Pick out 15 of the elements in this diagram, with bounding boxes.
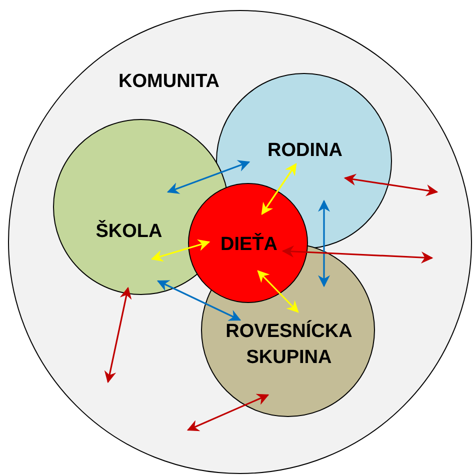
double-arrow <box>261 163 297 215</box>
double-arrow <box>156 280 242 321</box>
double-arrow <box>282 246 434 264</box>
double-arrow <box>318 200 330 288</box>
circle-label: RODINA <box>268 139 342 163</box>
circle-label: ŠKOLA <box>96 219 162 244</box>
double-arrow <box>104 286 132 384</box>
circle-label: ROVESNÍCKA SKUPINA <box>224 319 354 370</box>
double-arrow <box>186 394 270 432</box>
double-arrow <box>257 270 299 313</box>
double-arrow <box>344 174 438 196</box>
double-arrow <box>166 160 250 194</box>
double-arrow <box>150 239 210 262</box>
circle-label: KOMUNITA <box>118 70 220 94</box>
circle-label: DIEŤA <box>220 232 278 257</box>
